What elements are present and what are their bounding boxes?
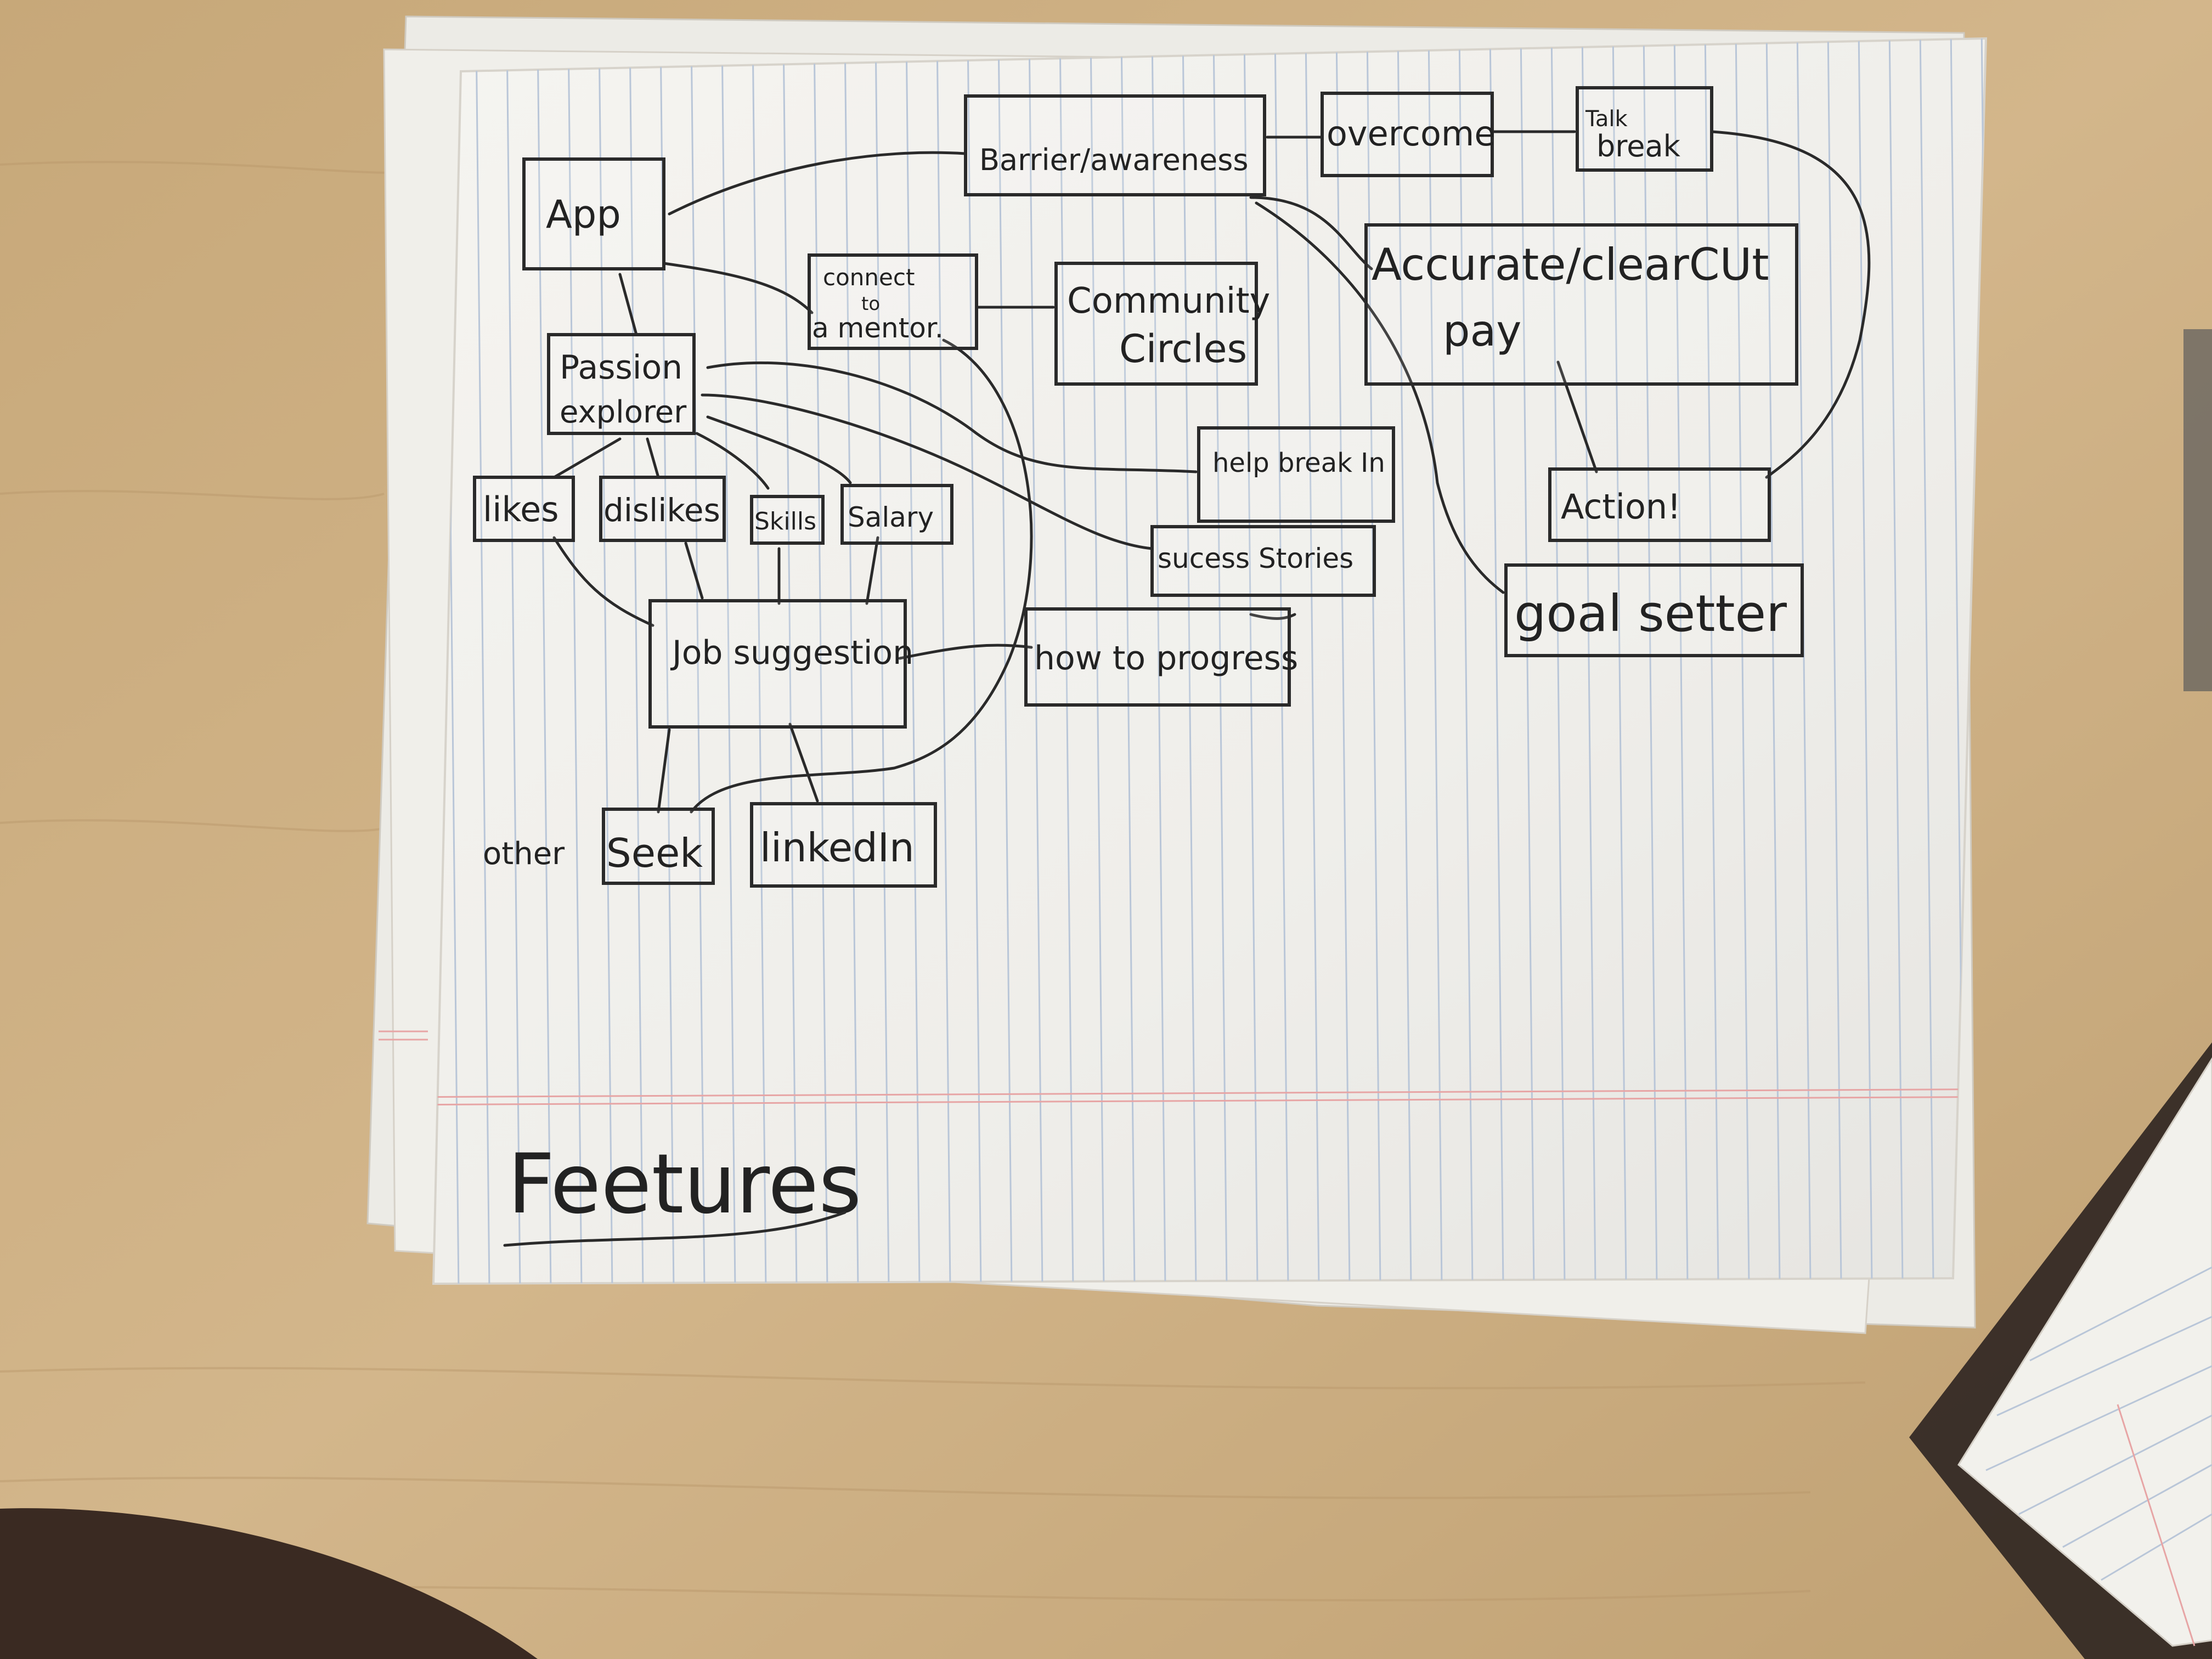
node-action: Action!: [1548, 467, 1771, 542]
node-passion-explorer-line2: explorer: [560, 394, 687, 430]
node-connect-mentor-line1: connect: [823, 264, 915, 291]
node-job-suggestion: Job suggestion: [648, 599, 913, 729]
diagram-edges: [552, 130, 1871, 814]
node-dislikes-label: dislikes: [603, 492, 720, 529]
node-linkedin: linkedIn: [750, 802, 937, 888]
node-seek-label: Seek: [606, 830, 703, 876]
node-barrier-awareness-label: Barrier/awareness: [979, 143, 1249, 177]
node-accurate-pay: Accurate/clearCUt pay: [1364, 223, 1798, 386]
node-likes-label: likes: [483, 489, 559, 529]
wood-grain: [0, 161, 1866, 1601]
node-how-to-progress-label: how to progress: [1034, 639, 1298, 678]
node-overcome: overcome: [1321, 92, 1495, 177]
node-job-suggestion-label: Job suggestion: [670, 634, 913, 672]
node-connect-mentor-line2: to: [861, 293, 880, 315]
node-accurate-pay-line1: Accurate/clearCUt: [1372, 239, 1769, 290]
second-notebook: [1909, 1042, 2212, 1659]
node-how-to-progress: how to progress: [1024, 607, 1298, 707]
node-action-label: Action!: [1561, 487, 1681, 527]
node-app: App: [522, 157, 665, 270]
node-passion-explorer: Passion explorer: [547, 333, 696, 435]
node-skills: Skills: [750, 495, 825, 545]
node-skills-label: Skills: [754, 507, 816, 535]
other-annotation: other: [483, 836, 565, 872]
node-success-stories-label: sucess Stories: [1158, 543, 1353, 574]
node-talk-break-line2: break: [1596, 129, 1681, 163]
pen: [2183, 329, 2212, 691]
node-community-circles: Community Circles: [1054, 262, 1270, 386]
node-help-break-in: help break In: [1197, 426, 1395, 523]
node-talk-break-line1: Talk: [1585, 106, 1628, 132]
dark-object-corner: [0, 1508, 538, 1659]
node-passion-explorer-line1: Passion: [560, 348, 682, 387]
node-linkedin-label: linkedIn: [760, 825, 915, 871]
node-salary: Salary: [840, 484, 953, 545]
features-underline: [503, 1211, 847, 1247]
features-title: Feetures: [507, 1137, 861, 1232]
node-salary-label: Salary: [848, 501, 934, 533]
node-community-circles-line1: Community: [1067, 281, 1270, 321]
node-likes: likes: [473, 476, 575, 542]
node-connect-mentor: connect to a mentor.: [808, 253, 978, 350]
node-talk-break: Talk break: [1576, 86, 1713, 172]
node-help-break-in-label: help break In: [1212, 448, 1385, 478]
node-dislikes: dislikes: [599, 476, 726, 542]
node-community-circles-line2: Circles: [1119, 326, 1247, 371]
node-goal-setter-label: goal setter: [1514, 584, 1787, 643]
node-goal-setter: goal setter: [1504, 563, 1804, 657]
node-connect-mentor-line3: a mentor.: [812, 312, 944, 344]
node-barrier-awareness: Barrier/awareness: [964, 94, 1266, 196]
node-app-label: App: [546, 192, 621, 237]
node-accurate-pay-line2: pay: [1443, 307, 1521, 356]
node-seek: Seek: [602, 808, 715, 885]
node-overcome-label: overcome: [1327, 114, 1495, 154]
node-success-stories: sucess Stories: [1150, 525, 1376, 597]
